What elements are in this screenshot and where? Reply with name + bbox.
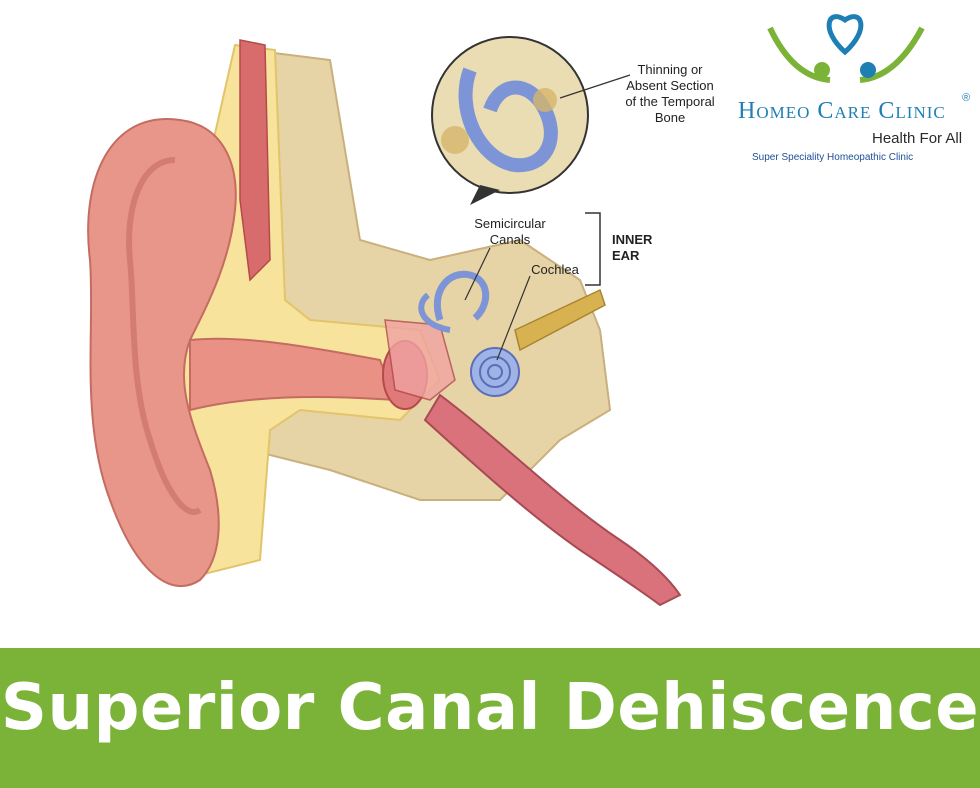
pinna	[87, 118, 237, 587]
logo-swoosh-left	[767, 26, 831, 83]
logo-swoosh-right	[859, 26, 925, 83]
clinic-brand-name: Homeo Care Clinic	[738, 98, 946, 124]
inner-ear-bracket	[585, 212, 601, 286]
cochlea-shape	[470, 347, 520, 397]
ear-anatomy-illustration	[87, 14, 925, 607]
callout-inner-ear-label: INNER EAR	[612, 232, 653, 263]
banner-title: Superior Canal Dehiscence	[0, 671, 980, 745]
logo-person-right	[860, 62, 876, 78]
callout-cochlea-label: Cochlea	[531, 262, 579, 277]
title-banner: Superior Canal Dehiscence	[0, 648, 980, 788]
clinic-subtitle: Super Speciality Homeopathic Clinic	[752, 152, 914, 163]
clinic-tagline: Health For All	[872, 130, 963, 147]
callout-thinning-label: Thinning or Absent Section of the Tempor…	[625, 62, 715, 125]
nerve-bundle	[514, 288, 606, 352]
inset-pointer	[470, 185, 500, 205]
eustachian-tube	[423, 393, 682, 607]
muscle-strip	[239, 39, 271, 282]
logo-person-left	[814, 62, 830, 78]
pinna-inner	[126, 157, 202, 515]
semicircular-canals-shape	[433, 270, 490, 322]
registered-mark: ®	[962, 92, 971, 104]
logo-heart	[826, 14, 864, 56]
callout-semicircular-label: Semicircular Canals	[474, 216, 546, 247]
